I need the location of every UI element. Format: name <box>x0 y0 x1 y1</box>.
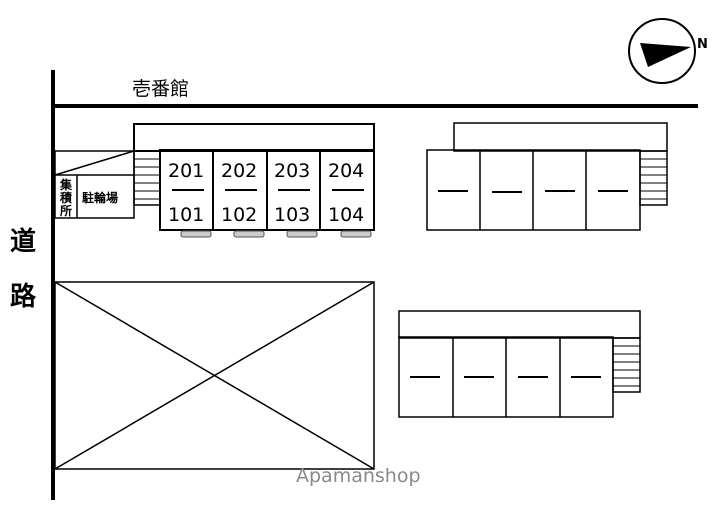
unit-202: 202 <box>221 160 257 182</box>
facilities: 集 積 所 駐輪場 <box>54 150 135 219</box>
building-right-bottom <box>398 310 641 418</box>
watermark: Apamanshop <box>296 465 421 487</box>
corridor <box>133 123 375 152</box>
road-label-1: 道 <box>10 226 36 257</box>
garbage-station-2: 積 <box>59 190 73 205</box>
unit-201: 201 <box>168 160 204 182</box>
unit-103: 103 <box>274 204 310 226</box>
unit-203: 203 <box>274 160 310 182</box>
garbage-station-1: 集 <box>59 177 73 192</box>
unit-204: 204 <box>328 160 364 182</box>
compass: N <box>628 18 708 84</box>
garbage-station-3: 所 <box>60 203 72 218</box>
empty-lot <box>54 281 375 470</box>
unit-101: 101 <box>168 204 204 226</box>
unit-104: 104 <box>328 204 364 226</box>
bicycle-parking-label: 駐輪場 <box>82 190 118 205</box>
building-name: 壱番館 <box>132 78 189 100</box>
north-label: N <box>697 37 708 52</box>
unit-102: 102 <box>221 204 257 226</box>
main-building: 201 202 203 204 101 102 103 104 <box>133 123 375 238</box>
building-right-top <box>426 122 668 231</box>
road-label-2: 路 <box>10 281 37 312</box>
stairs <box>133 150 161 206</box>
